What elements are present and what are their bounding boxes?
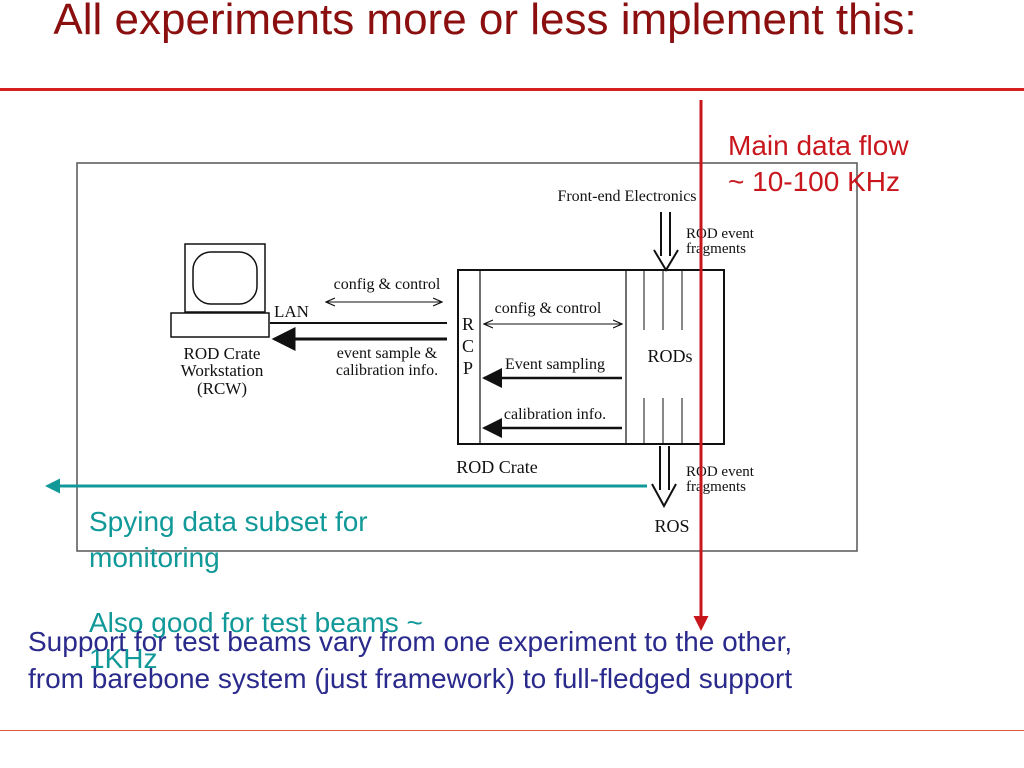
main-flow-annotation: Main data flow ~ 10-100 KHz <box>728 130 909 197</box>
front-end-label: Front-end Electronics <box>557 188 696 205</box>
event-sample-label-2: calibration info. <box>336 362 438 379</box>
workstation-monitor-icon <box>170 243 270 338</box>
workstation-label-2: Workstation <box>181 361 264 380</box>
support-text: Support for test beams vary from one exp… <box>28 626 793 694</box>
top-fragment-label-1: ROD event <box>686 226 755 242</box>
top-fragment-label-2: fragments <box>686 241 746 257</box>
rcp-letter-r: R <box>462 314 474 334</box>
top-fragment-arrow <box>653 212 679 272</box>
testbeam-annotation: Also good for test beams ~ 1KHz <box>89 607 423 674</box>
title-divider <box>0 88 1024 91</box>
bottom-fragment-arrow <box>651 446 677 509</box>
event-sample-label-1: event sample & <box>337 345 438 362</box>
rod-crate-label: ROD Crate <box>456 457 537 477</box>
rcp-letter-p: P <box>463 358 473 378</box>
outer-config-control-label: config & control <box>334 276 441 293</box>
slide-title: All experiments more or less implement t… <box>53 0 917 44</box>
rod-crate-box <box>457 269 725 445</box>
diagram-frame <box>76 162 858 552</box>
workstation-label-3: (RCW) <box>197 379 247 398</box>
workstation-label-1: ROD Crate <box>184 344 261 363</box>
rods-label: RODs <box>647 346 692 366</box>
rcp-letter-c: C <box>462 336 474 356</box>
inner-config-control-label: config & control <box>495 300 602 317</box>
lan-label: LAN <box>274 302 309 321</box>
calibration-info-label: calibration info. <box>504 406 606 423</box>
ros-label: ROS <box>654 516 689 536</box>
bottom-fragment-label-1: ROD event <box>686 464 755 480</box>
footer-divider <box>0 730 1024 731</box>
bottom-fragment-label-2: fragments <box>686 479 746 495</box>
spy-annotation: Spying data subset for monitoring <box>89 506 368 573</box>
event-sampling-label: Event sampling <box>505 356 605 373</box>
